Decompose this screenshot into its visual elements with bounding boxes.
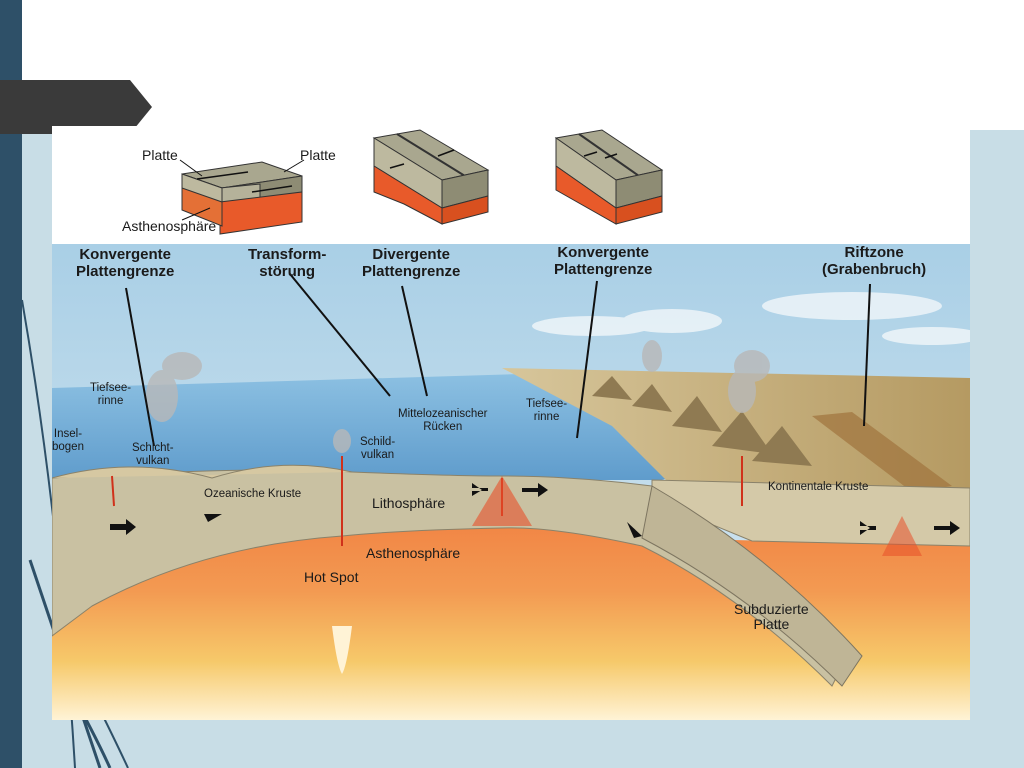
label-line: Tiefsee-	[90, 382, 132, 394]
mountains	[592, 376, 812, 466]
plate-motion-arrows	[110, 483, 960, 538]
label-line: Mittelozeanischer	[398, 408, 488, 420]
header-transform: Transform- störung	[248, 246, 327, 280]
header-line: Plattengrenze	[76, 262, 175, 280]
clouds	[532, 292, 970, 345]
header-riftzone: Riftzone (Grabenbruch)	[822, 244, 927, 278]
label-line: Tiefsee-	[526, 398, 568, 410]
label-line: rinne	[533, 410, 560, 423]
label-schicht-vulkan: Schicht- vulkan	[132, 442, 174, 467]
header-line: störung	[259, 262, 316, 280]
inset-convergent-block	[554, 129, 664, 225]
label-line: Rücken	[423, 420, 463, 433]
header-line: Divergente	[372, 246, 450, 263]
label-line: Insel-	[53, 428, 83, 440]
label-lithosphaere: Lithosphäre	[372, 495, 446, 511]
plate-tectonics-diagram: Platte Platte Asthenosphäre Konvergente …	[52, 126, 970, 720]
label-line: Platte	[753, 616, 790, 633]
header-line: Transform-	[248, 246, 327, 263]
label-asthenosphaere: Asthenosphäre	[366, 545, 461, 561]
inset-label-plate-left: Platte	[142, 147, 178, 163]
header-line: (Grabenbruch)	[822, 260, 927, 278]
header-convergent-left: Konvergente Plattengrenze	[76, 246, 175, 280]
label-line: vulkan	[136, 454, 170, 467]
inset-divergent-block	[372, 129, 490, 225]
label-insel-bogen: Insel- bogen	[52, 428, 84, 453]
label-mittelozeanischer-ruecken: Mittelozeanischer Rücken	[398, 408, 487, 433]
label-ozeanische-kruste: Ozeanische Kruste	[204, 488, 302, 500]
header-line: Plattengrenze	[554, 260, 653, 278]
header-line: Konvergente	[79, 246, 172, 263]
label-line: Schild-	[360, 436, 396, 448]
label-line: vulkan	[360, 448, 395, 461]
header-line: Plattengrenze	[362, 262, 461, 280]
label-hot-spot: Hot Spot	[304, 569, 359, 585]
label-schild-vulkan: Schild- vulkan	[360, 436, 395, 461]
inset-label-plate-right: Platte	[300, 147, 336, 163]
leader-lines	[125, 273, 871, 447]
ocean	[52, 374, 702, 480]
header-line: Konvergente	[557, 244, 650, 261]
title-tab-shape	[0, 80, 152, 134]
label-tiefsee-rinne-left: Tiefsee- rinne	[90, 382, 131, 407]
header-divergent: Divergente Plattengrenze	[362, 246, 461, 280]
header-line: Riftzone	[844, 244, 904, 261]
inset-transform-block	[181, 161, 303, 235]
label-kontinentale-kruste: Kontinentale Kruste	[768, 481, 869, 493]
label-line: bogen	[52, 440, 84, 453]
header-convergent-right: Konvergente Plattengrenze	[554, 244, 653, 278]
label-line: Subduzierte	[734, 601, 809, 617]
label-line: Schicht-	[132, 442, 174, 454]
diagram-artwork	[52, 129, 970, 720]
inset-label-asthenosphere: Asthenosphäre	[122, 218, 217, 234]
label-subduzierte-platte: Subduzierte Platte	[734, 601, 809, 633]
label-line: rinne	[97, 394, 124, 407]
label-tiefsee-rinne-right: Tiefsee- rinne	[526, 398, 567, 423]
